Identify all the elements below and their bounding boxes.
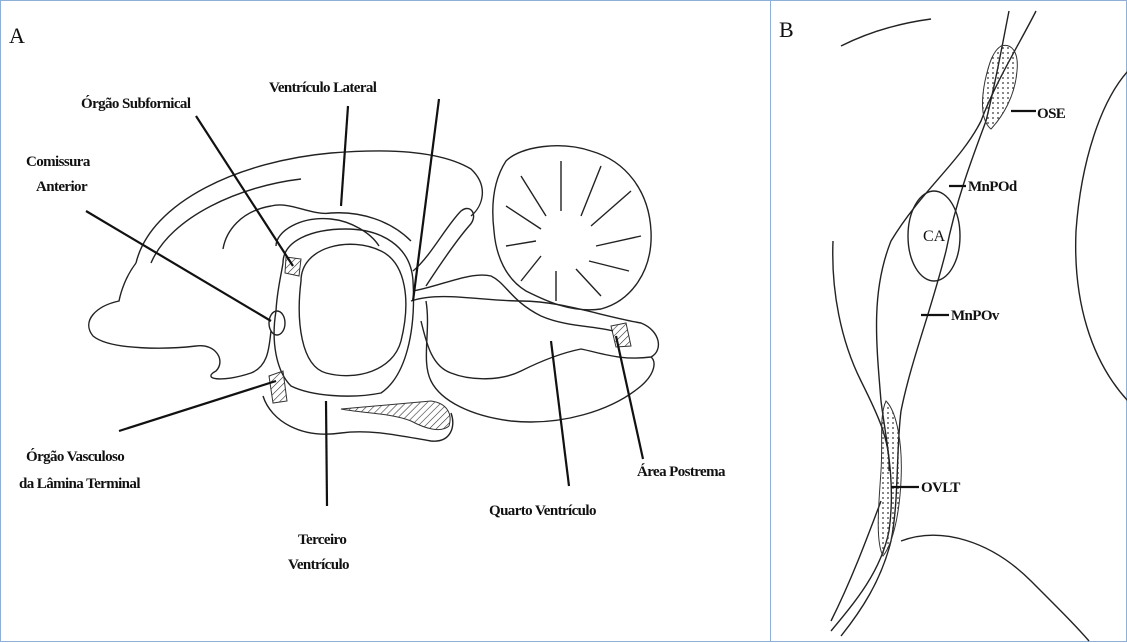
thalamus-oval	[299, 244, 406, 375]
label-minpod: MnPOd	[968, 179, 1018, 195]
cerebellum-outline	[493, 146, 651, 310]
ose-dotted-region	[983, 45, 1018, 129]
pointer-ovlt	[119, 381, 276, 431]
label-ovlt-1: Órgão Vasculoso	[26, 448, 124, 465]
median-eminence-hatch	[341, 401, 450, 430]
panel-a: A	[0, 0, 771, 642]
panel-b: B	[770, 0, 1127, 642]
label-orgao-subfornical: Órgão Subfornical	[81, 95, 191, 112]
label-ovlt: OVLT	[921, 480, 960, 496]
cortex-lower-outline	[89, 263, 271, 379]
vascular-organ-lamina-terminalis	[269, 371, 287, 403]
ovlt-dotted-region	[878, 401, 901, 556]
left-bottom-contour	[831, 501, 881, 621]
top-contour	[841, 19, 931, 46]
anterior-commissure	[269, 311, 285, 335]
right-contour	[1076, 71, 1127, 401]
label-area-postrema: Área Postrema	[637, 463, 726, 480]
cerebral-aqueduct	[413, 209, 474, 286]
fourth-ventricle-channel	[413, 275, 613, 331]
label-ventriculo-lateral: Ventrículo Lateral	[269, 80, 377, 96]
midbrain-outline	[223, 205, 411, 249]
label-terceiro-2: Ventrículo	[288, 557, 349, 573]
pointer-lateral-ventricle	[341, 106, 348, 206]
area-postrema-organ	[611, 323, 631, 347]
label-comissura-1: Comissura	[26, 154, 91, 170]
cortex-inner-outline	[151, 179, 301, 263]
label-minpov: MnPOv	[951, 308, 1000, 324]
label-ovlt-2: da Lâmina Terminal	[19, 476, 140, 492]
bottom-right-contour	[901, 535, 1089, 641]
subfornical-organ	[285, 257, 301, 276]
label-quarto-ventriculo: Quarto Ventrículo	[489, 503, 596, 519]
pointer-area-postrema	[616, 336, 643, 459]
lateral-ventricle-outline	[276, 219, 379, 246]
label-ose: OSE	[1037, 106, 1066, 122]
brain-sagittal-diagram: Órgão Subfornical Ventrículo Lateral Com…	[1, 1, 772, 643]
label-terceiro-1: Terceiro	[298, 532, 346, 548]
pointer-quarto	[551, 341, 569, 486]
lamina-terminalis-diagram: OSE MnPOd CA MnPOv OVLT	[771, 1, 1127, 643]
third-ventricle-outline	[274, 229, 413, 396]
cerebellum-folia	[506, 161, 641, 301]
pointer-terceiro	[326, 401, 327, 506]
pointer-subfornical	[196, 116, 293, 266]
pointer-lateral-ventricle-2	[413, 99, 439, 301]
label-comissura-2: Anterior	[36, 179, 88, 195]
label-ca: CA	[923, 228, 946, 245]
